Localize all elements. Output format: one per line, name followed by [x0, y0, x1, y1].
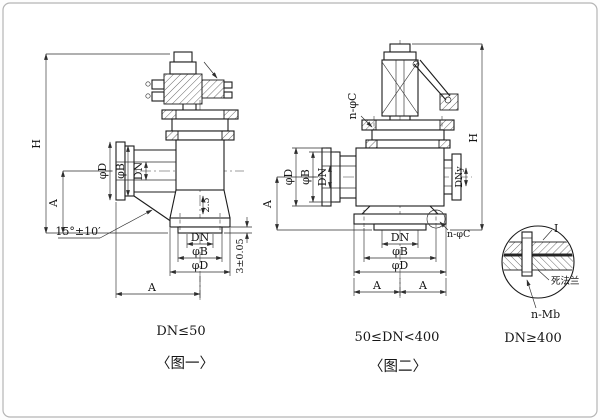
fig2-dim-phi-b-side: φB — [299, 169, 312, 185]
fig1-dim-seat-angle: 15°±10′ — [55, 225, 101, 238]
detail-label: 死法兰 — [551, 275, 580, 287]
detail-section — [503, 231, 573, 277]
fig2-dim-dn-y: DNy — [454, 166, 465, 188]
fig1-dim-phi-b-side: φB — [114, 163, 127, 179]
fig2-dim-dn-side: DN — [316, 167, 329, 186]
fig1-dim-a-side: A — [47, 198, 60, 208]
fig2-dimensions — [275, 43, 484, 296]
fig2-title: 〈图二〉 — [369, 358, 427, 375]
fig1-dim-face-height: 2.5 — [201, 197, 212, 212]
fig1-condition: DN≤50 — [156, 324, 205, 339]
fig2-dim-phi-d-side: φD — [282, 169, 295, 186]
fig2-dim-a-side: A — [261, 199, 274, 209]
fig1-dim-h: H — [30, 139, 43, 149]
fig2-dim-a-bottom-right: A — [418, 279, 428, 292]
detail-bubble — [501, 225, 575, 299]
detail-mark: I — [554, 222, 558, 235]
fig1-actuator-assembly — [145, 51, 233, 110]
fig1-dim-groove-depth: 3±0.05 — [235, 238, 246, 273]
fig2-dim-a-bottom-left: A — [372, 279, 382, 292]
fig2-dim-n-phi-c-top: n-φC — [346, 93, 359, 120]
flow-direction-arrow — [203, 61, 218, 79]
fig1-dimensions — [44, 53, 252, 298]
figure-1: H A φD φB DN 15°±10′ 2.5 3±0.05 DN φB φD… — [30, 51, 252, 372]
fig2-dim-n-phi-c-bottom: n-φC — [447, 229, 470, 240]
fig1-dim-a-bottom: A — [147, 281, 157, 294]
figure-2: n-φC H φD φB DN DNy A n-φC DN φB φD A A … — [261, 40, 484, 375]
fig1-dim-phi-d-side: φD — [96, 163, 109, 180]
fig1-dim-phi-d-bottom: φD — [192, 259, 209, 272]
fig1-dim-phi-b-bottom: φB — [192, 245, 208, 258]
fig2-dim-h: H — [467, 133, 480, 143]
fig1-dim-dn-bottom: DN — [191, 231, 210, 244]
detail-bolt-spec: n-Mb — [531, 308, 560, 321]
fig2-dim-phi-b-bottom: φB — [392, 245, 408, 258]
detail-view: I 死法兰 n-Mb DN≥400 — [501, 222, 580, 346]
fig2-dim-phi-d-bottom: φD — [392, 259, 409, 272]
fig2-actuator-assembly — [381, 43, 459, 120]
fig2-dim-dn-bottom: DN — [391, 231, 410, 244]
detail-condition: DN≥400 — [504, 331, 562, 346]
fig2-condition: 50≤DN<400 — [355, 330, 440, 345]
fig1-title: 〈图一〉 — [156, 355, 214, 372]
fig1-dim-dn-side: DN — [132, 161, 145, 180]
